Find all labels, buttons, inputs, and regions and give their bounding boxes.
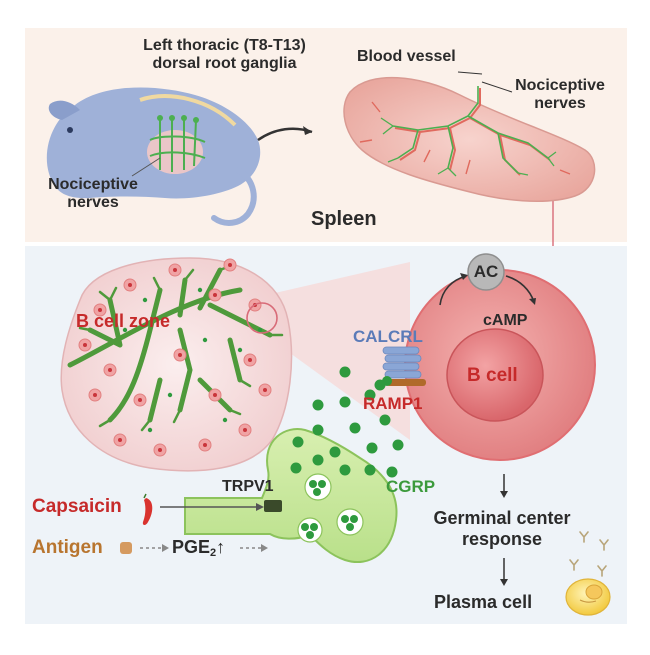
ac-output-arrowhead <box>529 298 536 305</box>
blood-vessel-pointer <box>457 71 483 75</box>
spleen-nerve-label: Nociceptive nerves <box>495 77 625 114</box>
spleen-nerve-pointer <box>481 81 513 93</box>
cgrp-release-dots <box>290 366 404 478</box>
ac-label: AC <box>473 262 499 281</box>
chili-pepper-icon <box>142 498 153 525</box>
cgrp-label: CGRP <box>386 477 436 496</box>
capsaicin-label: Capsaicin <box>32 496 122 517</box>
drg-label-line1: Left thoracic (T8-T13) <box>143 37 306 54</box>
mouse-nerve-label-line1: Nociceptive <box>48 176 138 193</box>
chili-stem-icon <box>143 493 147 499</box>
pge2-subscript: 2 <box>210 547 217 559</box>
b-cell-label: B cell <box>467 365 518 386</box>
trpv1-label: TRPV1 <box>222 478 274 495</box>
spleen-illustration <box>343 76 596 202</box>
camp-label: cAMP <box>483 312 528 329</box>
b-cell-to-germinal-arrowhead <box>500 491 508 498</box>
spleen-nerve-label-line2: nerves <box>534 95 586 113</box>
pge2-up-arrow: ↑ <box>216 537 226 557</box>
germinal-to-plasma-arrowhead <box>500 579 508 586</box>
antibody-icons <box>569 531 609 577</box>
capsaicin-arrowhead <box>256 503 264 511</box>
spleen-nerve-label-line1: Nociceptive <box>515 77 605 94</box>
adenylyl-cyclase <box>467 253 505 291</box>
ac-input-arrowhead <box>460 273 468 280</box>
spleen-label: Spleen <box>311 208 377 230</box>
mouse-to-spleen-arrowhead <box>303 126 312 135</box>
drg-label-line2: dorsal root ganglia <box>152 55 297 73</box>
pge2-label: PGE2↑ <box>172 537 225 560</box>
b-cell-zone-label: B cell zone <box>76 311 171 331</box>
germinal-line1: Germinal center <box>433 508 571 528</box>
ramp1-label: RAMP1 <box>363 394 423 413</box>
calcrl-ramp1-receptor <box>382 346 426 386</box>
pge2-main: PGE <box>172 537 211 557</box>
drg-label: Left thoracic (T8-T13) dorsal root gangl… <box>92 37 357 74</box>
sensory-neuron-terminal <box>184 428 398 563</box>
germinal-line2: response <box>461 528 543 549</box>
plasma-cell-label: Plasma cell <box>434 592 533 612</box>
calcrl-label: CALCRL <box>353 327 423 346</box>
mouse-nerve-label-line2: nerves <box>67 194 119 212</box>
pge2-arrowhead <box>261 544 268 552</box>
antigen-arrowhead <box>162 544 169 552</box>
blood-vessel-label: Blood vessel <box>357 48 456 65</box>
b-cell-zone <box>60 257 293 472</box>
plasma-cell <box>565 578 611 616</box>
mouse-illustration <box>46 87 261 226</box>
antigen-icon <box>120 542 132 554</box>
b-cell <box>404 269 596 461</box>
germinal-center-label: Germinal center response <box>402 508 602 549</box>
antigen-label: Antigen <box>32 537 103 558</box>
mouse-nerve-label: Nociceptive nerves <box>28 176 158 213</box>
